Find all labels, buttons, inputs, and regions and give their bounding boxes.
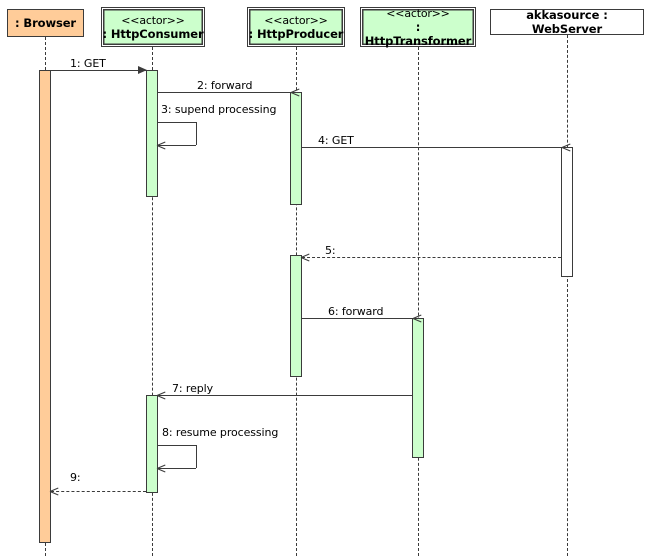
message-self-top-3 [158,122,196,123]
participant-stereotype: <<actor>> [121,13,185,27]
message-arrowhead-4 [553,142,563,152]
message-label-4: 4: GET [318,134,354,147]
message-self-bottom-8 [158,468,196,469]
message-label-9: 9: [70,471,81,484]
lifeline-http_consumer [151,47,153,556]
participant-stereotype: <<actor>> [264,13,328,27]
activation-bar-act-webserver-1 [561,147,573,277]
message-line-7 [158,395,412,396]
participant-stereotype: <<actor>> [386,6,450,20]
message-self-top-8 [158,445,196,446]
message-line-1 [51,70,146,71]
message-self-right-8 [196,445,197,468]
message-line-5 [302,257,561,258]
participant-head-http_producer[interactable]: <<actor>>: HttpProducer [247,7,345,47]
activation-bar-act-browser-1 [39,70,51,543]
lifeline-web_server [566,35,568,556]
message-self-bottom-3 [158,145,196,146]
message-label-6: 6: forward [328,305,384,318]
participant-head-browser[interactable]: : Browser [7,9,84,37]
participant-head-http_transformer[interactable]: <<actor>>: HttpTransformer [360,6,476,48]
participant-name: : HttpConsumer [102,26,204,41]
participant-name: akkasource : WebServer [526,8,608,36]
message-label-5: 5: [325,244,336,257]
message-arrowhead-7 [157,390,167,400]
message-arrowhead-5 [301,252,311,262]
message-arrowhead-8 [157,463,167,473]
message-label-7: 7: reply [172,382,213,395]
message-label-2: 2: forward [197,79,253,92]
message-label-3: 3: supend processing [161,103,277,116]
message-line-6 [302,318,412,319]
participant-name: : HttpTransformer [364,19,472,48]
message-arrowhead-9 [50,486,60,496]
participant-name: : Browser [15,16,76,30]
message-self-right-3 [196,122,197,145]
message-line-2 [158,92,290,93]
participant-name: : HttpProducer [248,26,344,41]
message-arrowhead-2 [282,87,292,97]
message-line-9 [51,491,146,492]
participant-head-web_server[interactable]: akkasource : WebServer [490,8,644,36]
participant-head-http_consumer[interactable]: <<actor>>: HttpConsumer [101,7,205,47]
message-line-4 [302,147,561,148]
activation-bar-act-transformer-1 [412,318,424,458]
activation-bar-act-consumer-2 [146,395,158,493]
message-arrowhead-1 [138,66,147,74]
activation-bar-act-producer-2 [290,255,302,377]
activation-bar-act-consumer-1 [146,70,158,197]
message-label-1: 1: GET [70,57,106,70]
message-arrowhead-6 [404,313,414,323]
message-arrowhead-3 [157,140,167,150]
message-label-8: 8: resume processing [162,426,279,439]
activation-bar-act-producer-1 [290,92,302,205]
lifeline-http_transformer [417,47,419,556]
